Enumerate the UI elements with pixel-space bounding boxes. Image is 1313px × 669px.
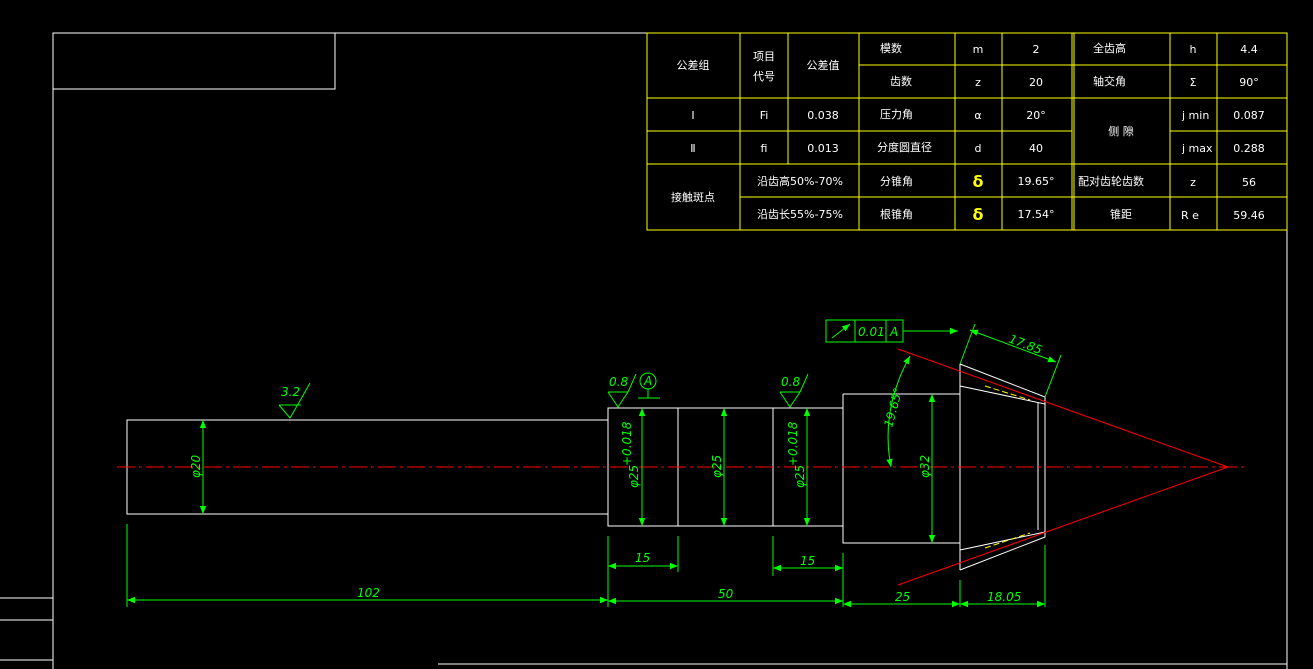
dim-102: 102 xyxy=(357,586,380,600)
dim-50: 50 xyxy=(718,587,734,601)
fcf-value: 0.01 xyxy=(858,325,885,339)
tolerance-value-header: 公差值 xyxy=(807,58,840,72)
cone-dist-val: 59.46 xyxy=(1233,209,1265,222)
mating-label: 配对齿轮齿数 xyxy=(1078,174,1144,188)
dim-angle: 19.65° xyxy=(881,386,905,429)
parameter-table: 公差组 项目 代号 公差值 Ⅰ Fi 0.038 Ⅱ fi 0.013 接触斑点… xyxy=(646,32,1288,231)
jmin-sym: j min xyxy=(1181,109,1209,122)
dim-d25a-tol: +0.018 xyxy=(620,421,634,466)
shaft-angle-label: 轴交角 xyxy=(1093,74,1126,88)
contact-height: 沿齿高50%-70% xyxy=(757,174,843,188)
jmax-sym: j max xyxy=(1181,142,1213,155)
roughness-0-8a: 0.8 xyxy=(609,375,628,389)
dim-d25b-tol: +0.018 xyxy=(786,421,800,466)
jmin-val: 0.087 xyxy=(1233,109,1265,122)
pitch-d-label: 分度圆直径 xyxy=(877,140,932,154)
pressure-val: 20° xyxy=(1026,109,1046,122)
teeth-val: 20 xyxy=(1029,76,1043,89)
angle-dim: 19.65° xyxy=(881,355,911,468)
item-code-header-1: 项目 xyxy=(753,50,775,63)
root-cone-label: 根锥角 xyxy=(880,207,913,221)
pressure-label: 压力角 xyxy=(880,108,913,121)
teeth-sym: z xyxy=(975,76,981,89)
module-sym: m xyxy=(973,43,984,56)
dim-18-05: 18.05 xyxy=(987,590,1021,604)
roughness-0-8b: 0.8 xyxy=(781,375,800,389)
title-box xyxy=(52,32,336,90)
pitch-cone-val: 19.65° xyxy=(1018,175,1055,188)
face-width-dim: 17.85 xyxy=(959,323,1062,398)
runout-arrow-icon xyxy=(831,323,851,339)
dim-d25b: φ25 xyxy=(793,465,807,488)
length-dims: 102 50 15 15 25 18.05 xyxy=(126,524,1046,608)
item-code-header-2: 代号 xyxy=(753,70,775,83)
fi-code: fi xyxy=(761,142,768,155)
dim-25: 25 xyxy=(895,590,910,604)
roughness-icon xyxy=(278,382,311,419)
teeth-label: 齿数 xyxy=(890,75,912,88)
Fi-code: Fi xyxy=(760,109,769,122)
feature-control-frame: 0.01 A xyxy=(825,319,958,343)
module-label: 模数 xyxy=(880,42,902,55)
dim-d20: φ20 xyxy=(189,454,203,478)
pitch-d-val: 40 xyxy=(1029,142,1043,155)
dim-d32: φ32 xyxy=(918,455,932,478)
full-h-val: 4.4 xyxy=(1240,43,1258,56)
mating-val: 56 xyxy=(1242,176,1256,189)
root-cone-val: 17.54° xyxy=(1018,208,1055,221)
roughness-icon xyxy=(607,373,637,408)
full-h-label: 全齿高 xyxy=(1093,41,1126,55)
module-val: 2 xyxy=(1033,43,1040,56)
roughness-icon xyxy=(779,373,809,408)
diameter-dims: φ20 φ25 +0.018 φ25 φ25 +0.018 φ32 xyxy=(189,394,936,543)
row-II: Ⅱ xyxy=(690,142,695,155)
cone-dist-label: 锥距 xyxy=(1110,208,1132,221)
backlash-label: 侧 隙 xyxy=(1108,124,1134,138)
fi-value: 0.013 xyxy=(807,142,839,155)
cone-dist-sym: R e xyxy=(1181,209,1199,222)
row-I: Ⅰ xyxy=(691,109,694,122)
full-h-sym: h xyxy=(1190,43,1197,56)
Fi-value: 0.038 xyxy=(807,109,839,122)
dim-d25: φ25 xyxy=(710,455,724,478)
roughness-symbols: 3.2 0.8 A 0.8 xyxy=(278,372,809,419)
dim-d25a: φ25 xyxy=(627,465,641,488)
bevel-gear xyxy=(959,385,1046,551)
shaft-angle-val: 90° xyxy=(1239,76,1259,89)
dim-15b: 15 xyxy=(800,554,815,568)
jmax-val: 0.288 xyxy=(1233,142,1265,155)
roughness-3-2: 3.2 xyxy=(281,385,300,399)
pitch-d-sym: d xyxy=(975,142,982,155)
fcf-datum: A xyxy=(889,325,898,339)
pitch-cone-label: 分锥角 xyxy=(880,175,913,188)
pressure-sym: α xyxy=(974,109,981,122)
drawing-frame xyxy=(0,32,1288,669)
root-cone-sym: δ xyxy=(973,205,984,224)
datum-a: A xyxy=(643,374,652,388)
contact-length: 沿齿长55%-75% xyxy=(757,208,843,221)
tolerance-group-header: 公差组 xyxy=(677,58,710,72)
contact-label: 接触斑点 xyxy=(671,190,715,204)
mating-sym: z xyxy=(1190,176,1196,189)
pitch-cone-sym: δ xyxy=(973,172,984,191)
dim-17-85: 17.85 xyxy=(1007,332,1044,357)
shaft-angle-sym: Σ xyxy=(1190,76,1197,89)
centerlines xyxy=(117,348,1245,586)
dim-15a: 15 xyxy=(635,551,650,565)
